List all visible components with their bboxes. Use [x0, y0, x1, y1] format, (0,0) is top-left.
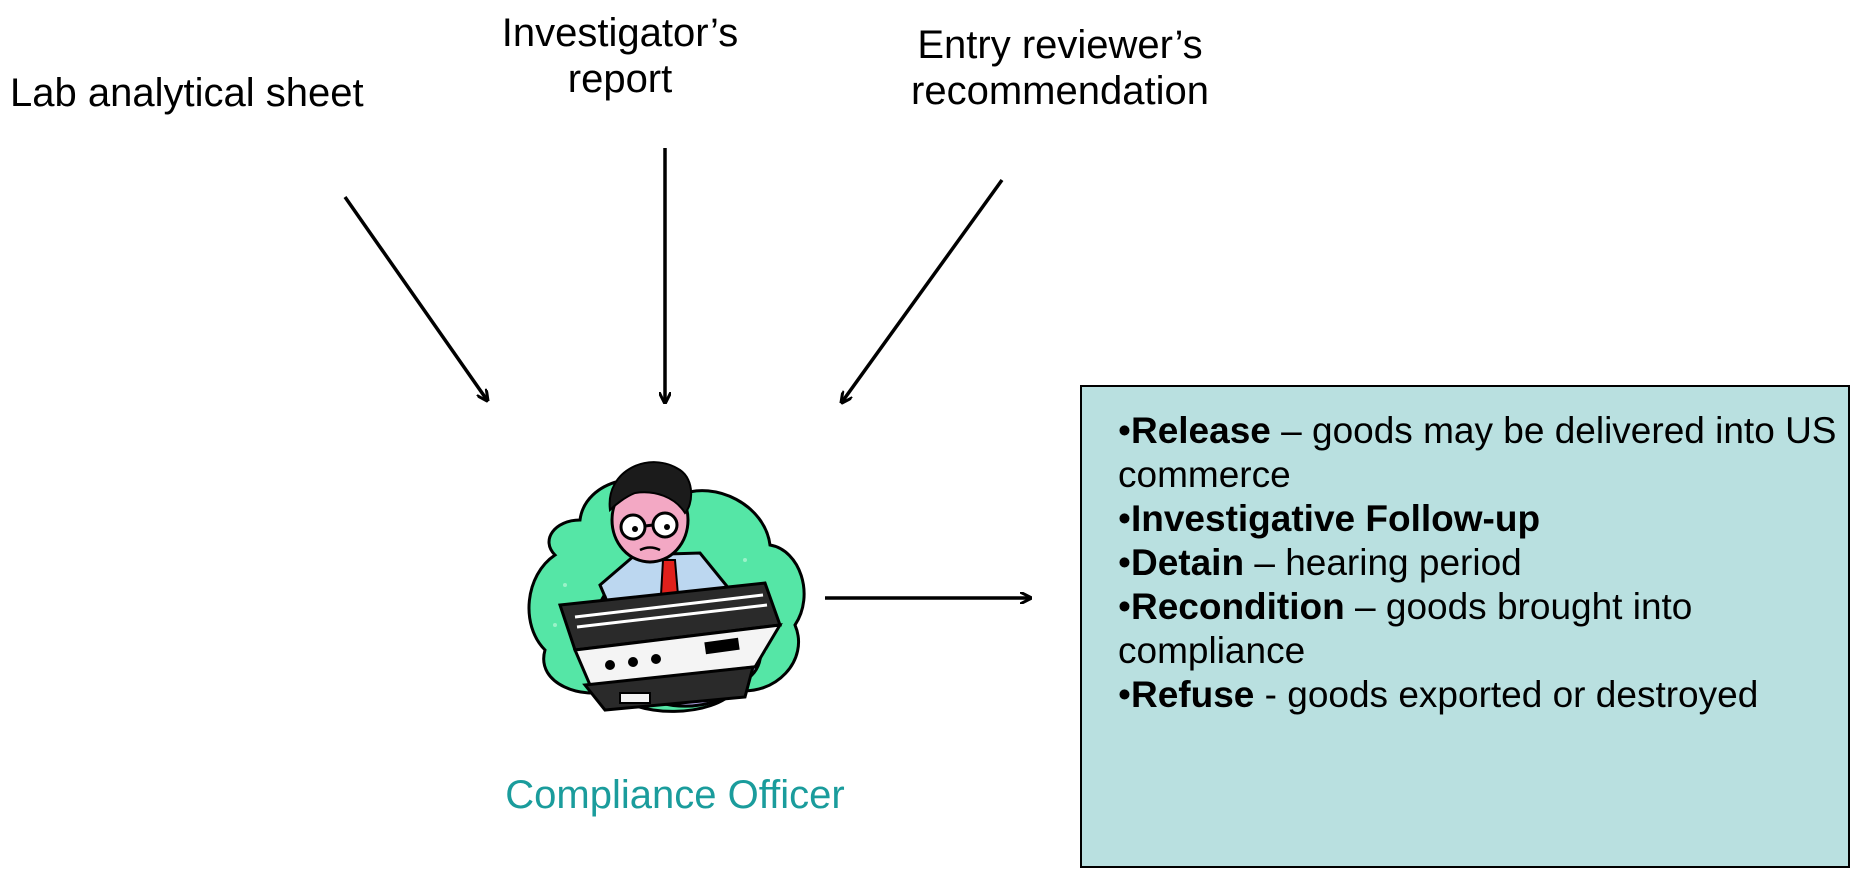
person-at-desk-clipart-icon	[527, 461, 806, 713]
lab-sheet-text: Lab analytical sheet	[10, 71, 364, 115]
outcomes-box: •Release – goods may be delivered into U…	[1080, 385, 1850, 868]
investigator-line1: Investigator’s	[501, 11, 739, 55]
arrow-lab-to-officer	[343, 195, 487, 400]
input-label-investigator-report: Investigator’s report	[470, 10, 770, 102]
outcome-detain: •Detain – hearing period	[1118, 542, 1522, 583]
compliance-officer-caption: Compliance Officer	[505, 773, 845, 817]
input-label-entry-reviewer: Entry reviewer’s recommendation	[870, 22, 1250, 114]
entry-line1: Entry reviewer’s	[917, 23, 1203, 67]
input-label-lab-sheet: Lab analytical sheet	[10, 70, 364, 116]
investigator-line2: report	[567, 57, 673, 101]
entry-line2: recommendation	[911, 69, 1209, 113]
outcome-refuse: •Refuse - goods exported or destroyed	[1118, 674, 1759, 715]
outcome-investigative-follow-up: •Investigative Follow-up	[1118, 498, 1541, 539]
arrow-entry-to-officer	[842, 178, 1004, 402]
outcome-recondition: •Recondition – goods brought into compli…	[1118, 586, 1693, 671]
outcome-release: •Release – goods may be delivered into U…	[1118, 410, 1837, 495]
